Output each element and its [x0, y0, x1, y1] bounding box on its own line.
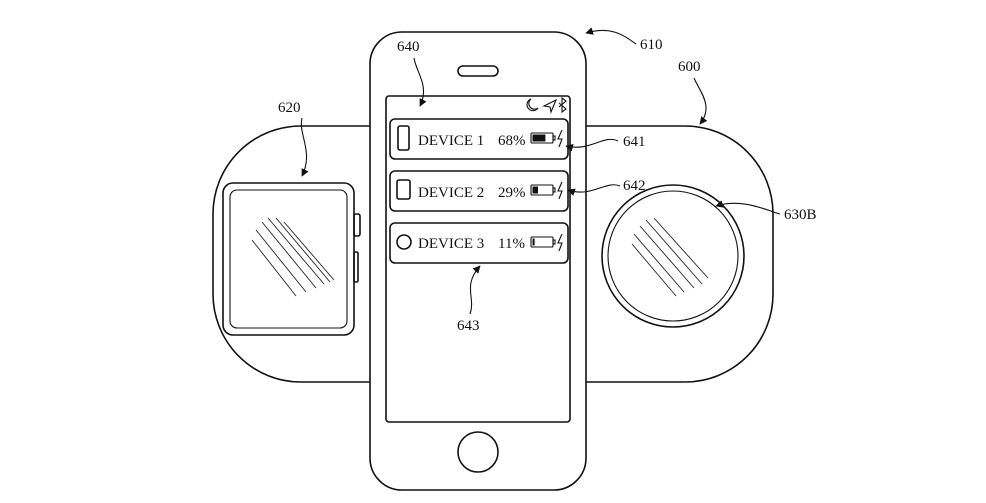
- ref-610: 610: [640, 37, 663, 53]
- device-3-percent: 11%: [498, 236, 525, 252]
- puck-glare-hatching: [632, 218, 708, 296]
- ref-643: 643: [457, 318, 480, 334]
- ref-620: 620: [278, 100, 301, 116]
- battery-fill: [533, 187, 539, 194]
- device-1-label: DEVICE 1: [418, 133, 484, 149]
- ref-641: 641: [623, 134, 646, 150]
- device-2-label: DEVICE 2: [418, 185, 484, 201]
- charging-puck: [602, 185, 744, 327]
- watch-crown-icon: [354, 214, 360, 236]
- ref-640: 640: [397, 39, 420, 55]
- watch-side-button-icon: [354, 252, 358, 282]
- ref-600: 600: [678, 59, 701, 75]
- device-2-percent: 29%: [498, 185, 526, 201]
- ref-642: 642: [623, 178, 646, 194]
- watch: [223, 183, 360, 335]
- device-1-percent: 68%: [498, 133, 526, 149]
- battery-fill: [533, 135, 546, 142]
- phone: DEVICE 1 68% DEVICE 2 29%: [370, 32, 586, 490]
- battery-fill: [533, 239, 535, 246]
- watch-glare-hatching: [252, 218, 334, 296]
- device-3-label: DEVICE 3: [418, 236, 484, 252]
- ref-630b: 630B: [784, 207, 817, 223]
